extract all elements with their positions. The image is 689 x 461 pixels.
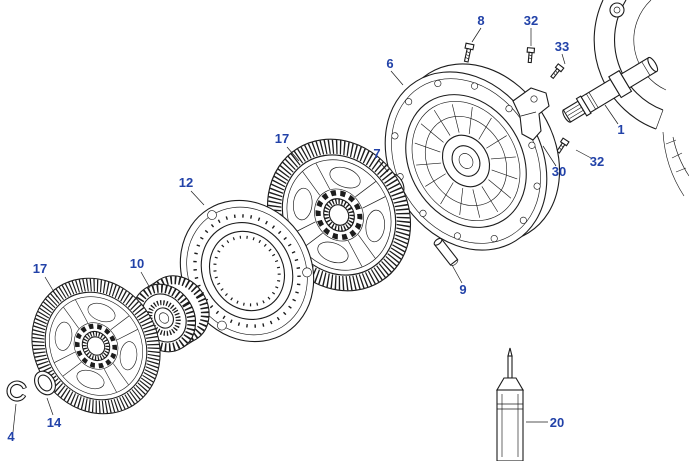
part-1-input-shaft (562, 56, 659, 123)
part-33-bolt (550, 63, 565, 80)
part-8-bolt (463, 42, 475, 63)
leader-lines (12, 27, 619, 433)
callout-20: 20 (550, 415, 564, 430)
callout-12: 12 (179, 175, 193, 190)
callout-30: 30 (552, 164, 566, 179)
housing-boss (609, 2, 625, 18)
part-30-release-lever (512, 87, 550, 141)
callout-32-lower: 32 (590, 154, 604, 169)
leader-32-lower (575, 149, 592, 159)
callout-4: 4 (7, 429, 15, 444)
callout-7: 7 (373, 146, 380, 161)
part-32-bolt-upper (526, 47, 536, 64)
bolt-hole-ring (391, 79, 541, 243)
callout-14: 14 (47, 415, 62, 430)
callout-labels: 8 32 33 6 1 30 32 17 7 12 9 10 17 14 4 2… (7, 13, 624, 444)
leader-12 (190, 190, 205, 206)
leader-17-middle (286, 146, 300, 162)
diaphragm-fingers (414, 104, 518, 218)
part-9-pin (433, 237, 459, 266)
flywheel-housing-fragment (593, 0, 689, 197)
part-20-grease-cartridge (496, 347, 524, 461)
callout-8: 8 (477, 13, 484, 28)
leader-33 (561, 53, 566, 65)
callout-32-upper: 32 (524, 13, 538, 28)
leader-10 (140, 271, 151, 289)
leader-8 (471, 27, 482, 43)
leader-4 (12, 403, 17, 433)
leader-9 (451, 264, 463, 284)
callout-17-middle: 17 (275, 131, 289, 146)
part-4-snap-ring (6, 380, 27, 402)
part-12-pressure-plate (179, 199, 315, 343)
leader-7 (378, 160, 389, 173)
leader-14 (46, 397, 54, 416)
leader-30 (542, 145, 557, 167)
callout-10: 10 (130, 256, 144, 271)
rivet-bosses (207, 210, 312, 331)
callout-1: 1 (617, 122, 624, 137)
part-14-ring (34, 370, 56, 396)
callout-6: 6 (386, 56, 393, 71)
leader-1 (604, 104, 619, 125)
callout-33: 33 (555, 39, 569, 54)
callout-17-front: 17 (33, 261, 47, 276)
leader-17-front (44, 276, 58, 298)
leader-6 (390, 70, 404, 86)
callout-9: 9 (459, 282, 466, 297)
